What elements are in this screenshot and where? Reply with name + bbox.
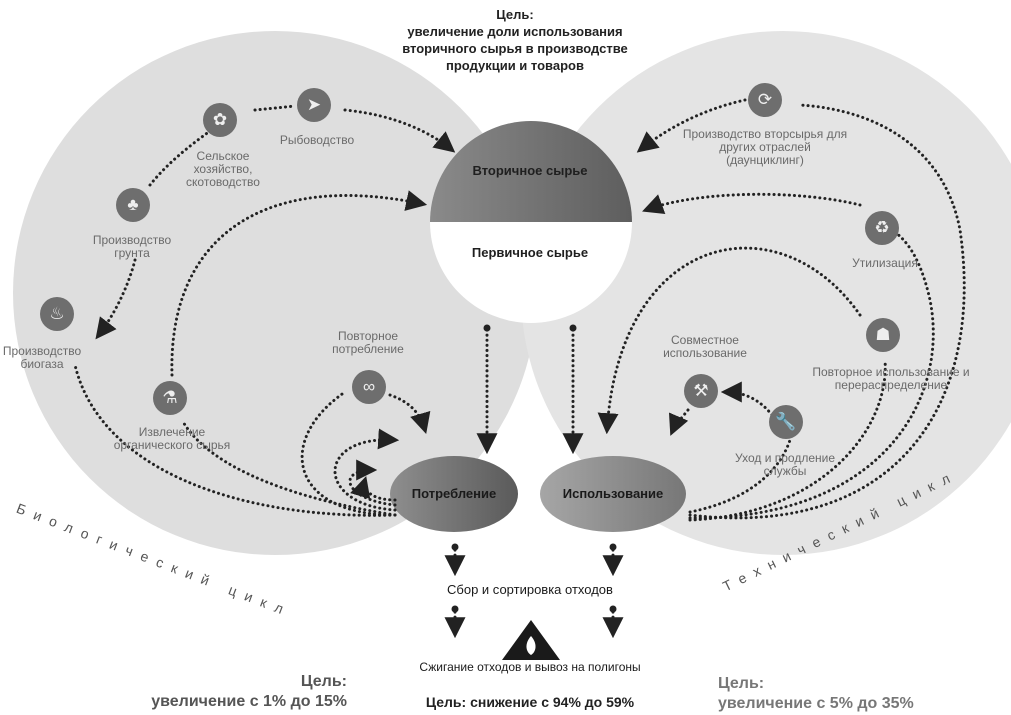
- flow-recycling-to-secondary: [642, 192, 862, 215]
- sharing-label: Совместное использование: [663, 333, 747, 360]
- consumption-label: Потребление: [411, 486, 497, 501]
- fire-warning-icon: [502, 620, 560, 660]
- incineration-label: Сжигание отходов и вывоз на полигоны: [419, 660, 641, 674]
- usage-label: Использование: [562, 486, 664, 501]
- bio-goal-text: увеличение с 1% до 15%: [151, 693, 347, 710]
- flow-soil-down: [95, 258, 137, 340]
- collection-label: Сбор и сортировка отходов: [447, 582, 613, 597]
- agriculture-label: Сельское хозяйство, скотоводство: [186, 149, 260, 189]
- bio-cycle-area: [13, 31, 537, 555]
- flow-maintenance-return: [688, 438, 792, 514]
- reuse-label: Повторное потребление: [332, 329, 404, 356]
- fish-icon: ➤: [297, 88, 331, 122]
- tech-cycle-area: [521, 31, 1011, 555]
- top-goal: Цель: увеличение доли использования втор…: [350, 6, 680, 74]
- tech-goal-title: Цель:: [718, 675, 765, 692]
- organic-label: Извлечение органического сырья: [113, 425, 231, 452]
- top-goal-line-2: вторичного сырья в производстве: [402, 41, 628, 56]
- flow-usage-to-downcycling: [688, 103, 966, 520]
- secondary-half: [430, 121, 632, 222]
- tech-goal-text: увеличение с 5% до 35%: [718, 695, 914, 712]
- bio-goal-title: Цель:: [300, 673, 347, 690]
- downcycling-label: Производство вторсырья для других отрасл…: [682, 127, 848, 167]
- worker-icon: ☗: [866, 318, 900, 352]
- flow-loop-1: [300, 390, 397, 517]
- wheat-icon: ✿: [203, 103, 237, 137]
- bottom-goal: Цель: снижение с 94% до 59%: [425, 694, 635, 710]
- flow-loop-2: [333, 428, 400, 512]
- flow-maintenance-to-sharing: [720, 381, 774, 417]
- usage-node[interactable]: [540, 456, 686, 532]
- hammers-icon: ⚒: [684, 374, 718, 408]
- refresh-icon: ⟳: [748, 83, 782, 117]
- wrench-icon: 🔧: [769, 405, 803, 439]
- flow-downcycling-to-secondary: [636, 98, 747, 153]
- recycle-icon: ♻: [865, 211, 899, 245]
- tech-goal: Цель: увеличение с 5% до 35%: [718, 674, 978, 714]
- flow-loop-4: [350, 475, 397, 502]
- flow-sharing-to-usage: [668, 408, 690, 436]
- flow-organic-from-consumption: [180, 418, 397, 517]
- top-goal-title: Цель:: [496, 7, 534, 22]
- recycling-label: Утилизация: [852, 256, 918, 270]
- flow-agri-fish: [253, 104, 297, 112]
- biogas-label: Производство биогаза: [2, 344, 82, 371]
- soil-label: Производство грунта: [92, 233, 172, 260]
- beaker-icon: ⚗: [153, 381, 187, 415]
- loop-icon: ∞: [352, 370, 386, 404]
- top-goal-line-1: увеличение доли использования: [407, 24, 623, 39]
- primary-raw-label: Первичное сырье: [471, 245, 589, 260]
- sprout-icon: ♣: [116, 188, 150, 222]
- flow-biogas-from-organic: [73, 363, 397, 517]
- bio-goal: Цель: увеличение с 1% до 15%: [100, 672, 347, 712]
- flow-reuse-to-consumption: [388, 393, 431, 435]
- flow-loop-3: [348, 459, 397, 507]
- secondary-raw-label: Вторичное сырье: [472, 163, 588, 178]
- flow-organic-to-secondary: [170, 190, 428, 377]
- top-goal-line-3: продукции и товаров: [446, 58, 584, 73]
- consumption-node[interactable]: [390, 456, 518, 532]
- flame-icon: ♨: [40, 297, 74, 331]
- flow-fish-to-secondary: [343, 108, 456, 153]
- flow-usage-to-recycling: [688, 230, 935, 520]
- flow-soil-agri: [148, 126, 216, 187]
- fish-label: Рыбоводство: [279, 133, 355, 147]
- flow-redistribution-to-usage: [597, 246, 862, 435]
- redistribution-label: Повторное использование и перераспределе…: [812, 365, 970, 392]
- maintenance-label: Уход и продление службы: [735, 451, 835, 478]
